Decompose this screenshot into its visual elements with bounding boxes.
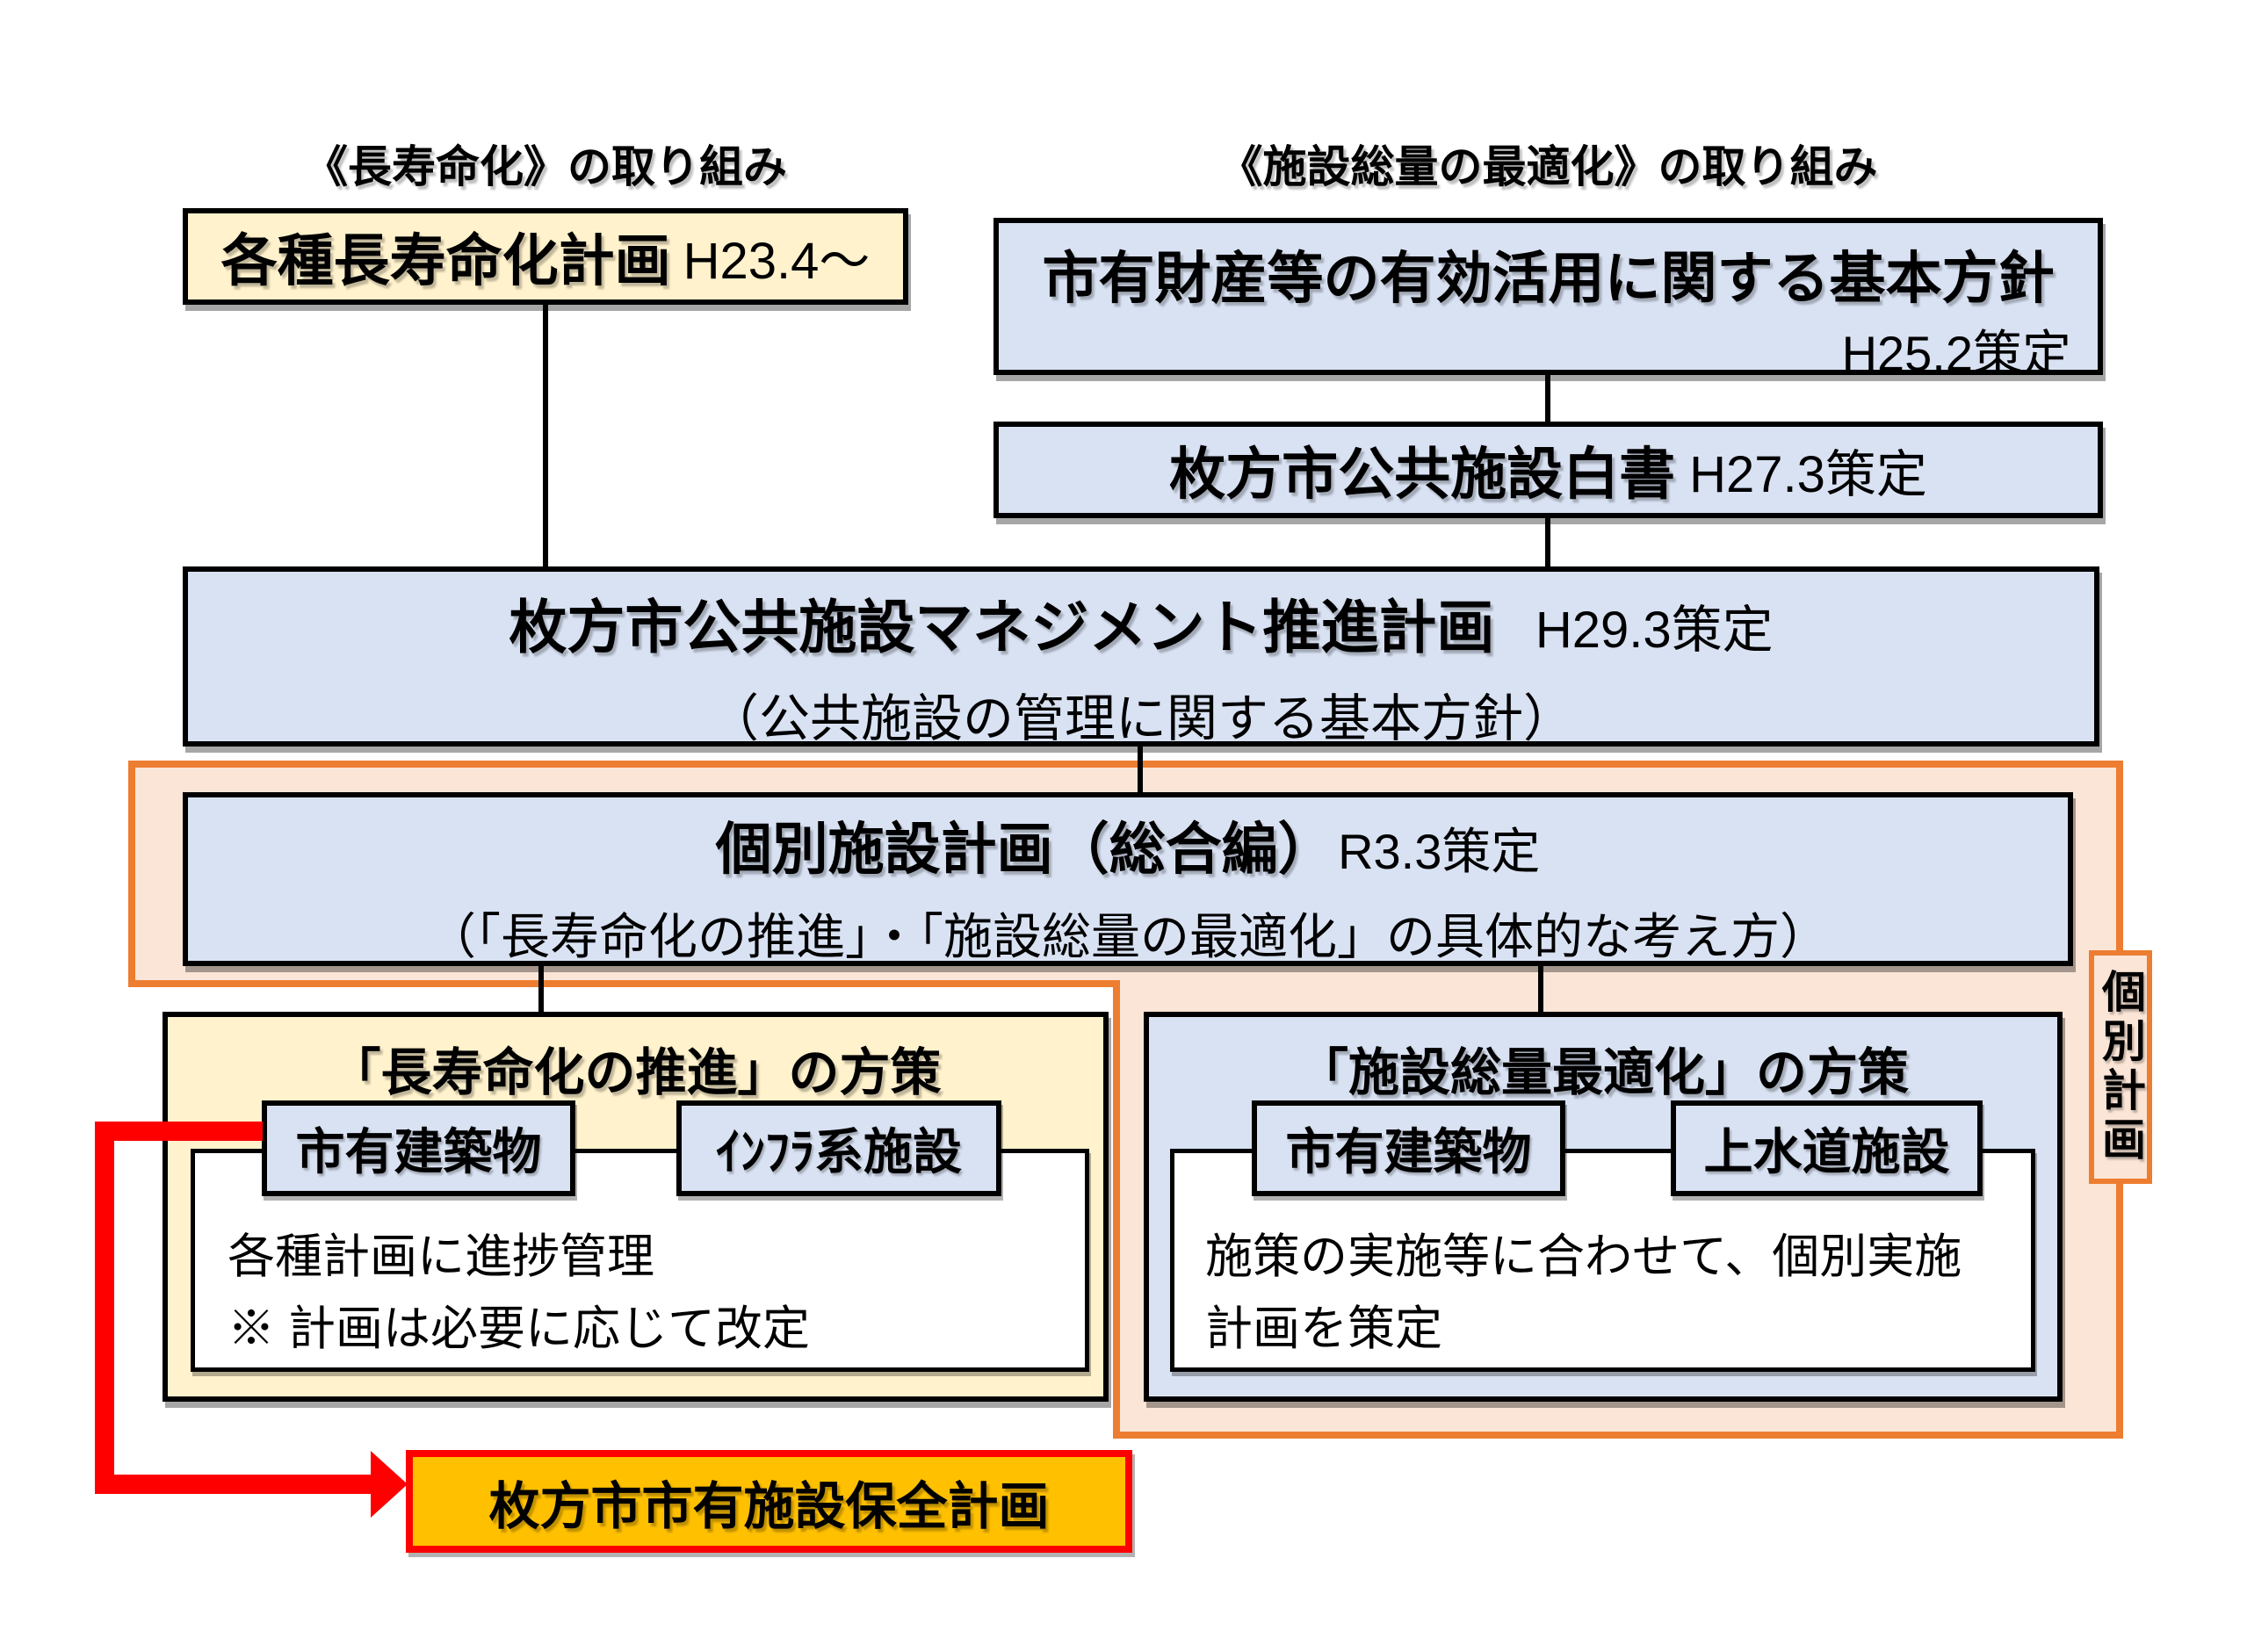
box-preservation-plan-title: 枚方市市有施設保全計画 [488, 1477, 1050, 1535]
box-longevity-plans-date: H23.4～ [683, 233, 871, 290]
box-whitepaper-date: H27.3策定 [1689, 446, 1927, 503]
box-management-plan-date: H29.3策定 [1535, 602, 1774, 659]
box-whitepaper: 枚方市公共施設白書 H27.3策定 [993, 422, 2103, 518]
box-basic-policy: 市有財産等の有効活用に関する基本方針 H25.2策定 [993, 218, 2103, 381]
box-preservation-plan: 枚方市市有施設保全計画 [406, 1450, 1132, 1553]
box-individual-plan-date: R3.3策定 [1338, 824, 1541, 879]
box-longevity-plans: 各種長寿命化計画 H23.4～ [183, 208, 908, 305]
branch-optimization-note: 施策の実施等に合わせて、個別実施 計画を策定 [1205, 1221, 1962, 1365]
box-individual-plan-subtitle: （「長寿命化の推進」・「施設総量の最適化」の具体的な考え方） [427, 909, 1829, 964]
branch-longevity-note-line1: 各種計画に進捗管理 [228, 1230, 654, 1283]
chip-infra-facilities: ｲﾝﾌﾗ系施設 [676, 1100, 1001, 1196]
box-management-plan: 枚方市公共施設マネジメント推進計画 H29.3策定 （公共施設の管理に関する基本… [183, 566, 2099, 747]
chip-municipal-buildings-left: 市有建築物 [262, 1100, 575, 1196]
label-individual-plans: 個別計画 [2089, 950, 2152, 1184]
chip-municipal-buildings-right: 市有建築物 [1252, 1100, 1565, 1196]
red-arrow-head [371, 1451, 408, 1518]
box-longevity-plans-title: 各種長寿命化計画 [220, 229, 671, 292]
box-management-plan-subtitle: （公共施設の管理に関する基本方針） [707, 690, 1574, 747]
branch-optimization-title: 「施設総量最適化」の方策 [1297, 1044, 1909, 1101]
branch-longevity-title: 「長寿命化の推進」の方策 [329, 1044, 942, 1101]
branch-longevity-note: 各種計画に進捗管理 ※ 計画は必要に応じて改定 [228, 1221, 810, 1365]
chip-water-facilities: 上水道施設 [1671, 1100, 1983, 1196]
branch-optimization-note-line2: 計画を策定 [1205, 1302, 1442, 1355]
box-basic-policy-date: H25.2策定 [1841, 326, 2071, 381]
box-individual-plan-title: 個別施設計画（総合編） [715, 818, 1334, 881]
branch-longevity-note-line2: ※ 計画は必要に応じて改定 [228, 1302, 811, 1355]
branch-optimization: 「施設総量最適化」の方策 市有建築物 上水道施設 施策の実施等に合わせて、個別実… [1144, 1012, 2063, 1402]
box-basic-policy-title: 市有財産等の有効活用に関する基本方針 [1042, 247, 2055, 310]
branch-longevity: 「長寿命化の推進」の方策 市有建築物 ｲﾝﾌﾗ系施設 各種計画に進捗管理 ※ 計… [163, 1012, 1109, 1402]
header-longevity: 《長寿命化》の取り組み [304, 142, 787, 191]
box-individual-plan: 個別施設計画（総合編） R3.3策定 （「長寿命化の推進」・「施設総量の最適化」… [183, 792, 2073, 966]
box-whitepaper-title: 枚方市公共施設白書 [1169, 443, 1676, 506]
header-optimization: 《施設総量の最適化》の取り組み [1218, 142, 1878, 191]
branch-optimization-note-line1: 施策の実施等に合わせて、個別実施 [1205, 1230, 1962, 1283]
box-management-plan-title: 枚方市公共施設マネジメント推進計画 [509, 595, 1495, 660]
